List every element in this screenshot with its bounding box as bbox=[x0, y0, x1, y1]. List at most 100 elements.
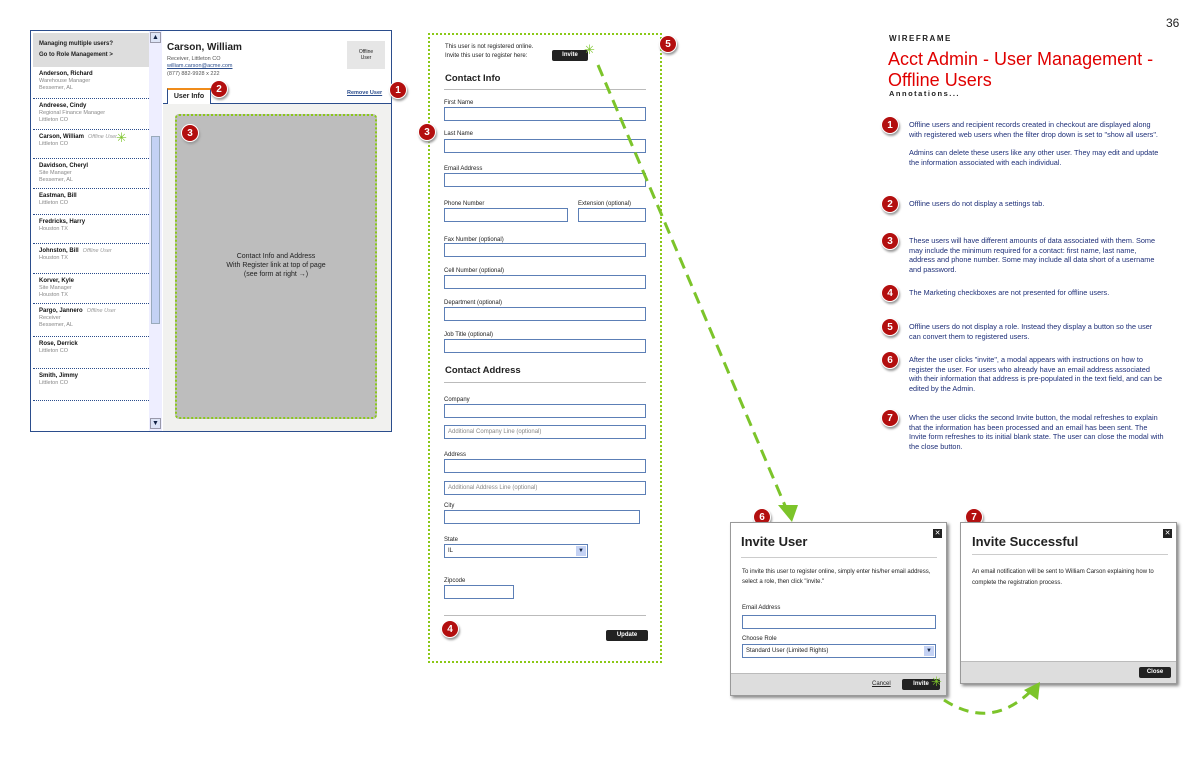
user-item-detail: Houston TX bbox=[39, 226, 68, 232]
city-input[interactable] bbox=[444, 510, 640, 524]
tab-user-info[interactable]: User Info bbox=[167, 88, 211, 104]
cell-input[interactable] bbox=[444, 275, 646, 289]
scroll-up-icon[interactable]: ▲ bbox=[150, 32, 161, 43]
user-item-detail: Site Manager bbox=[39, 285, 72, 291]
banner-question: Managing multiple users? bbox=[39, 41, 114, 47]
annotations-label: Annotations... bbox=[889, 89, 960, 98]
user-item-name: Anderson, Richard bbox=[39, 71, 93, 77]
user-item-detail: Littleton CO bbox=[39, 348, 69, 354]
callout-2: 2 bbox=[210, 80, 228, 98]
extension-input[interactable] bbox=[578, 208, 646, 222]
email-input[interactable] bbox=[444, 173, 646, 187]
cursor-hand-icon: ✳ bbox=[116, 130, 127, 145]
update-button[interactable]: Update bbox=[606, 630, 648, 641]
city-label: City bbox=[444, 503, 455, 509]
email-input[interactable] bbox=[742, 615, 936, 629]
phone-input[interactable] bbox=[444, 208, 568, 222]
job-title-label: Job Title (optional) bbox=[444, 332, 494, 338]
scroll-down-icon[interactable]: ▼ bbox=[150, 418, 161, 429]
annotation-number: 5 bbox=[881, 318, 899, 336]
department-input[interactable] bbox=[444, 307, 646, 321]
annotation-text: After the user clicks "invite", a modal … bbox=[909, 355, 1163, 393]
fax-input[interactable] bbox=[444, 243, 646, 257]
placeholder: Additional Address Line (optional) bbox=[448, 485, 538, 491]
role-management-link[interactable]: Go to Role Management > bbox=[39, 52, 113, 58]
role-select[interactable]: Standard User (Limited Rights)▼ bbox=[742, 644, 936, 658]
invite-button[interactable]: Invite bbox=[552, 50, 588, 61]
annotation-item: After the user clicks "invite", a modal … bbox=[909, 355, 1164, 393]
state-select[interactable]: IL▼ bbox=[444, 544, 588, 558]
offline-user-avatar: Offline User bbox=[347, 41, 385, 69]
avatar-text: Offline User bbox=[358, 49, 374, 61]
offline-badge: Offline User bbox=[87, 134, 118, 140]
close-button[interactable]: Close bbox=[1139, 667, 1171, 678]
modal-footer: Close bbox=[961, 661, 1176, 683]
divider bbox=[444, 615, 646, 616]
first-name-input[interactable] bbox=[444, 107, 646, 121]
annotation-text: Offline users and recipient records crea… bbox=[909, 120, 1158, 139]
annotation-text: Admins can delete these users like any o… bbox=[909, 148, 1159, 167]
close-icon[interactable]: ✕ bbox=[1163, 529, 1172, 538]
department-label: Department (optional) bbox=[444, 300, 503, 306]
offline-badge: Offline User bbox=[82, 248, 112, 254]
annotation-number: 7 bbox=[881, 409, 899, 427]
modal-footer: Cancel Invite bbox=[731, 673, 946, 695]
annotation-text: These users will have different amounts … bbox=[909, 236, 1156, 274]
placeholder: Additional Company Line (optional) bbox=[448, 429, 542, 435]
invite-text: Invite this user to register here: bbox=[445, 53, 528, 59]
user-detail: Carson, William Receiver, Littleton CO w… bbox=[163, 31, 391, 431]
close-icon[interactable]: ✕ bbox=[933, 529, 942, 538]
modal-invite-button[interactable]: Invite bbox=[902, 679, 940, 690]
user-item-name: Fredricks, Harry bbox=[39, 219, 86, 225]
last-name-input[interactable] bbox=[444, 139, 646, 153]
user-item-detail: Littleton CO bbox=[39, 380, 69, 386]
tab-label: User Info bbox=[173, 93, 205, 100]
role-management-banner[interactable]: Managing multiple users? Go to Role Mana… bbox=[33, 33, 149, 67]
company2-input[interactable]: Additional Company Line (optional) bbox=[444, 425, 646, 439]
user-item-detail: Houston TX bbox=[39, 255, 68, 261]
job-title-input[interactable] bbox=[444, 339, 646, 353]
annotation-item: When the user clicks the second Invite b… bbox=[909, 413, 1164, 451]
zipcode-input[interactable] bbox=[444, 585, 514, 599]
contact-info-heading: Contact Info bbox=[445, 73, 501, 84]
role-label: Choose Role bbox=[742, 636, 777, 642]
user-item-name: Eastman, Bill bbox=[39, 193, 77, 199]
state-label: State bbox=[444, 537, 459, 543]
user-name: Carson, William bbox=[167, 42, 242, 53]
user-role-location: Receiver, Littleton CO bbox=[167, 56, 221, 62]
arrowhead bbox=[778, 505, 798, 522]
flow-arrow-success bbox=[943, 690, 1032, 715]
placeholder-text: Contact Info and Address bbox=[236, 253, 316, 260]
user-item-detail: Littleton CO bbox=[39, 141, 69, 147]
title-line-2: Offline Users bbox=[888, 70, 992, 90]
scroll-thumb[interactable] bbox=[151, 136, 160, 324]
user-item-name: Andreese, Cindy bbox=[39, 103, 87, 109]
user-email-link[interactable]: william.carson@acme.com bbox=[167, 63, 233, 69]
annotation-text: Offline users do not display a settings … bbox=[909, 199, 1045, 208]
title-line-1: Acct Admin - User Management - bbox=[888, 49, 1154, 69]
scrollbar[interactable]: ▲ ▼ bbox=[149, 31, 162, 431]
remove-user-link[interactable]: Remove User bbox=[347, 90, 383, 96]
cancel-link[interactable]: Cancel bbox=[872, 681, 891, 687]
address-input[interactable] bbox=[444, 459, 646, 473]
company-input[interactable] bbox=[444, 404, 646, 418]
invite-text: This user is not registered online. bbox=[445, 44, 534, 50]
contact-placeholder: Contact Info and Address With Register l… bbox=[175, 114, 377, 419]
offline-badge: Offline User bbox=[86, 308, 116, 314]
user-item-detail: Littleton CO bbox=[39, 117, 69, 123]
user-item-detail: Bessemer, AL bbox=[39, 322, 73, 328]
role-value: Standard User (Limited Rights) bbox=[746, 648, 829, 654]
user-item-name: Johnston, Bill bbox=[39, 248, 79, 254]
address2-input[interactable]: Additional Address Line (optional) bbox=[444, 481, 646, 495]
